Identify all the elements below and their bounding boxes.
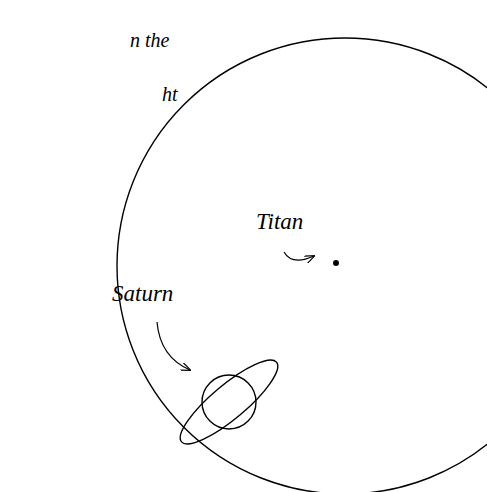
titan-dot	[333, 260, 339, 266]
planet-label: Saturn	[112, 282, 173, 305]
moon-label: Titan	[256, 210, 303, 233]
saturn-pointer	[157, 322, 190, 370]
titan-pointer	[284, 252, 314, 260]
cut-off-text: ht	[162, 84, 178, 104]
cut-off-text: n the	[130, 30, 169, 50]
saturn-symbol	[171, 349, 288, 455]
orbit-circle	[117, 38, 487, 492]
